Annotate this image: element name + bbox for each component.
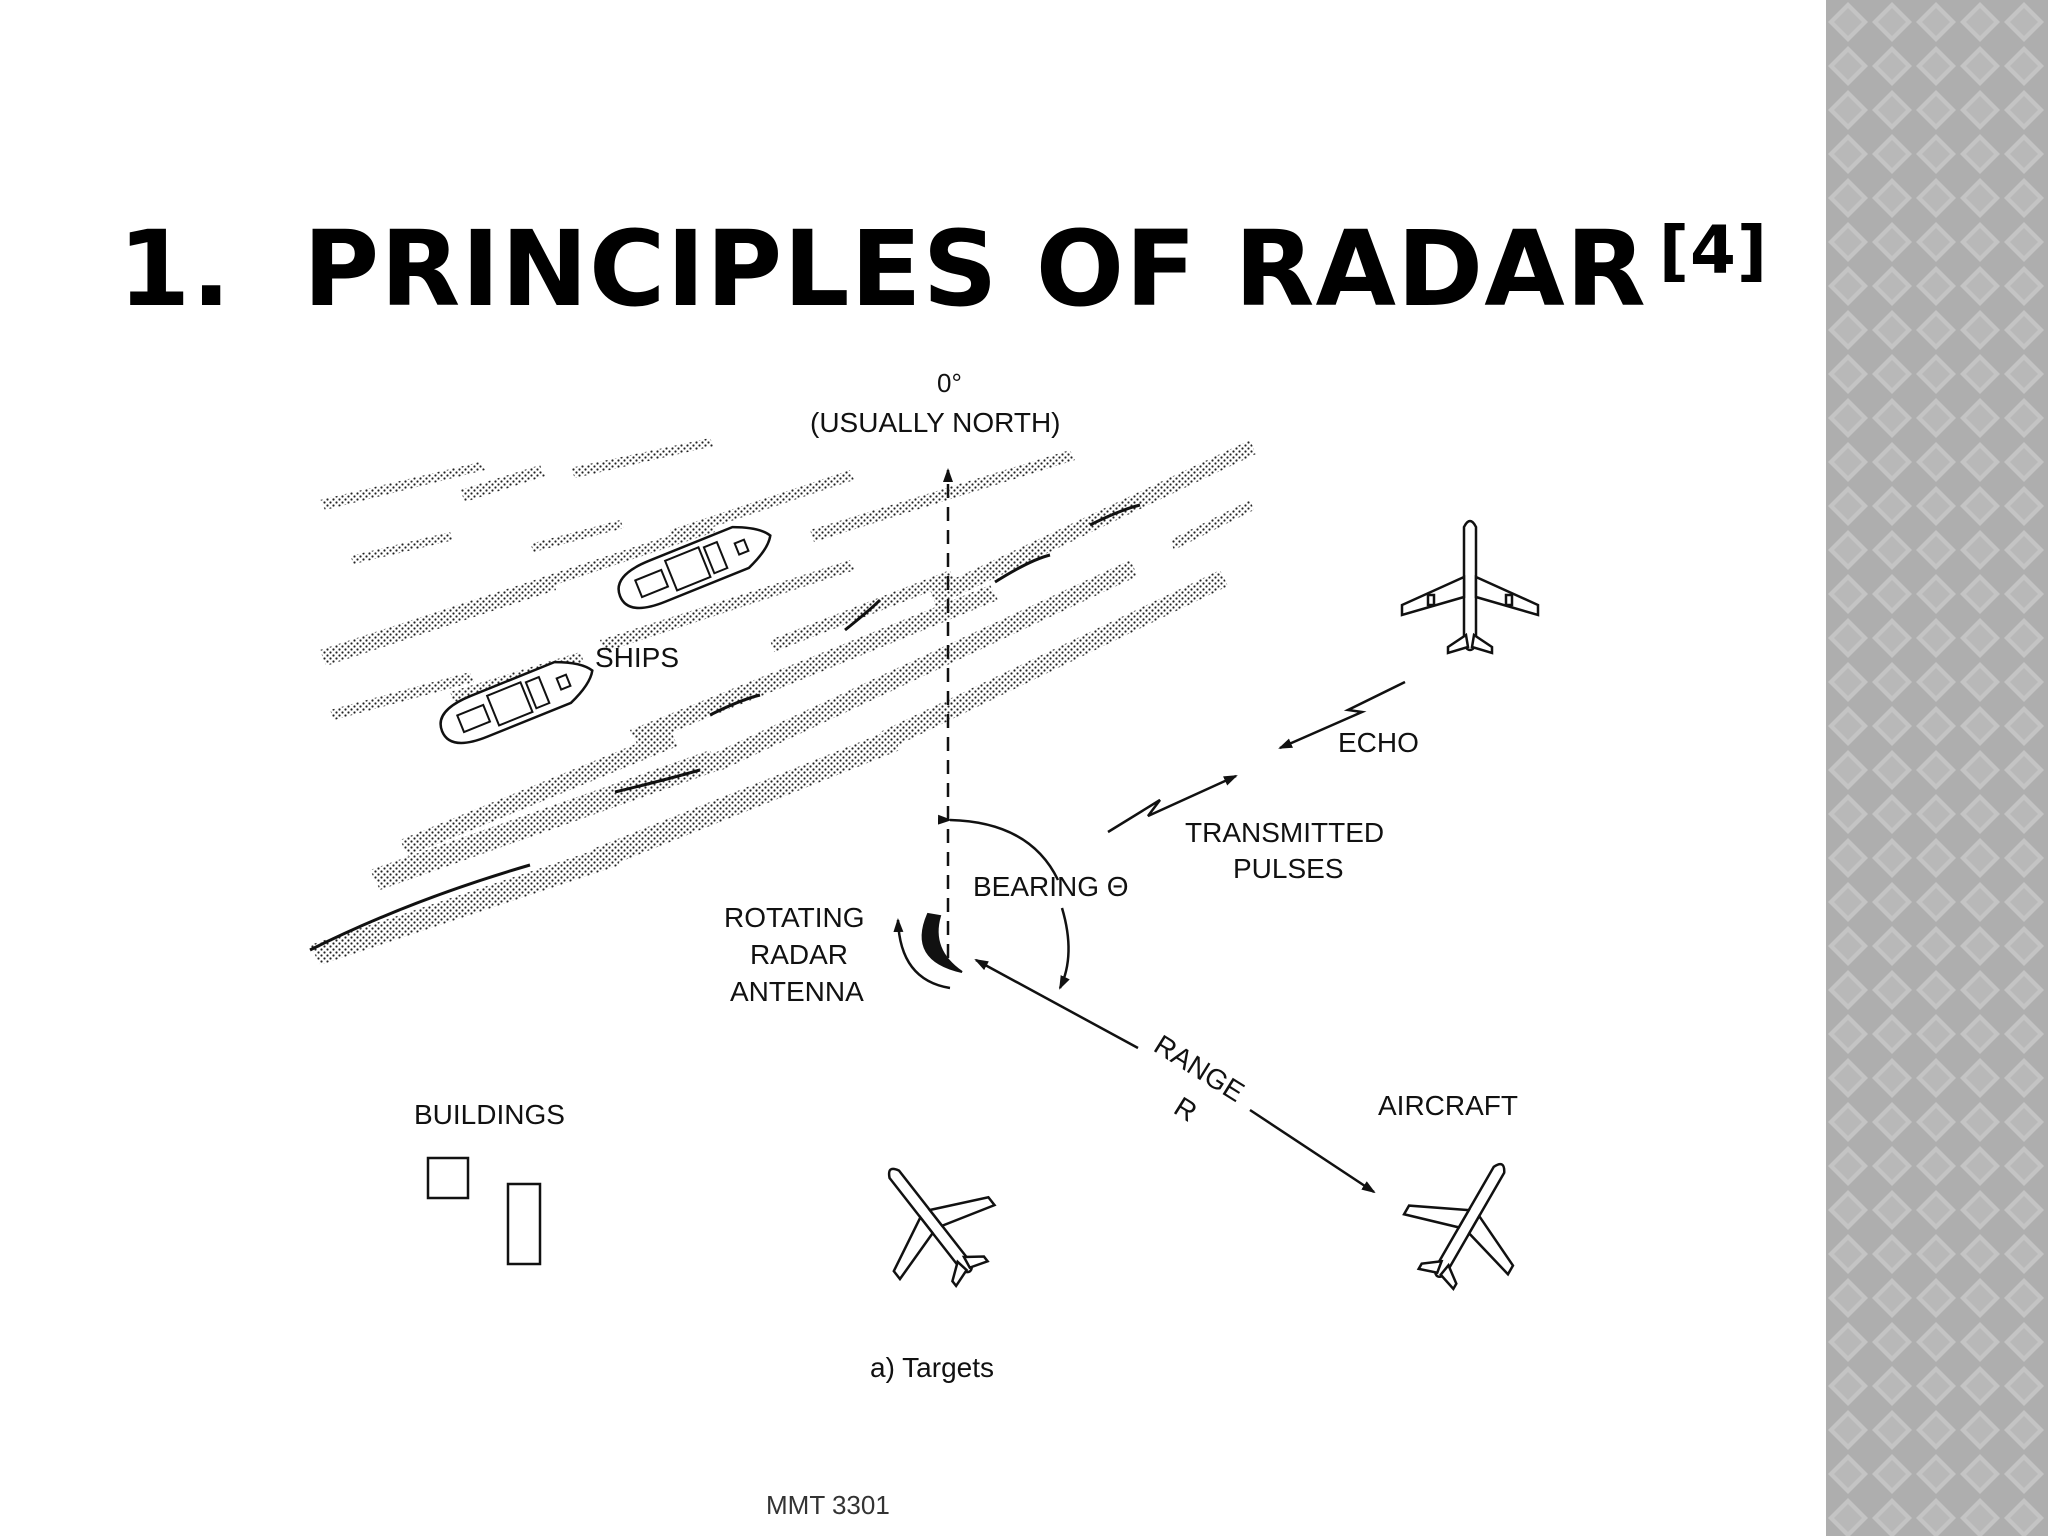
ships-label: SHIPS [595,642,679,673]
range-line-upper [974,958,1139,1050]
water-stipple [310,438,1256,965]
building-square [426,1156,470,1200]
aircraft-target [1402,1162,1515,1292]
echo-label: ECHO [1338,727,1419,758]
slide-footer: MMT 3301 [766,1490,890,1520]
title-text: PRINCIPLES OF RADAR [303,208,1647,330]
north-label: (USUALLY NORTH) [810,407,1061,438]
radar-diagram: SHIPS 0° (USUALLY NORTH) BEARING Θ ROTAT… [309,368,1540,1383]
title-reference: [4] [1658,212,1769,289]
antenna-rotation-arrow [893,918,951,990]
range-line-lower [1249,1108,1376,1194]
antenna-label-2: RADAR [750,939,848,970]
building-tall [506,1182,542,1266]
ship-upper [617,525,772,610]
ship-lower [439,660,594,745]
decorative-sidebar [1826,0,2048,1536]
radar-antenna [921,912,963,973]
aircraft-upper [1400,519,1540,655]
range-symbol: R [1169,1091,1203,1128]
aircraft-lower [887,1167,997,1289]
slide-title: 1. PRINCIPLES OF RADAR[4] [118,208,1769,330]
north-degree-label: 0° [937,368,962,398]
buildings-label: BUILDINGS [414,1099,565,1130]
antenna-label-3: ANTENNA [730,976,864,1007]
bearing-arc-lower [1058,907,1070,990]
transmitted-label-1: TRANSMITTED [1185,817,1384,848]
figure-caption: a) Targets [870,1352,994,1383]
transmitted-label-2: PULSES [1233,853,1344,884]
bearing-label: BEARING Θ [973,871,1129,902]
antenna-label-1: ROTATING [724,902,865,933]
bearing-arc [937,814,1060,881]
coastline [309,503,1141,952]
slide: 1. PRINCIPLES OF RADAR[4] [118,208,1769,1520]
title-number: 1. [118,208,232,330]
aircraft-label: AIRCRAFT [1378,1090,1518,1121]
echo-arrow [1278,680,1406,750]
transmitted-pulse-arrow [1107,774,1238,834]
range-label: RANGE [1149,1029,1250,1108]
